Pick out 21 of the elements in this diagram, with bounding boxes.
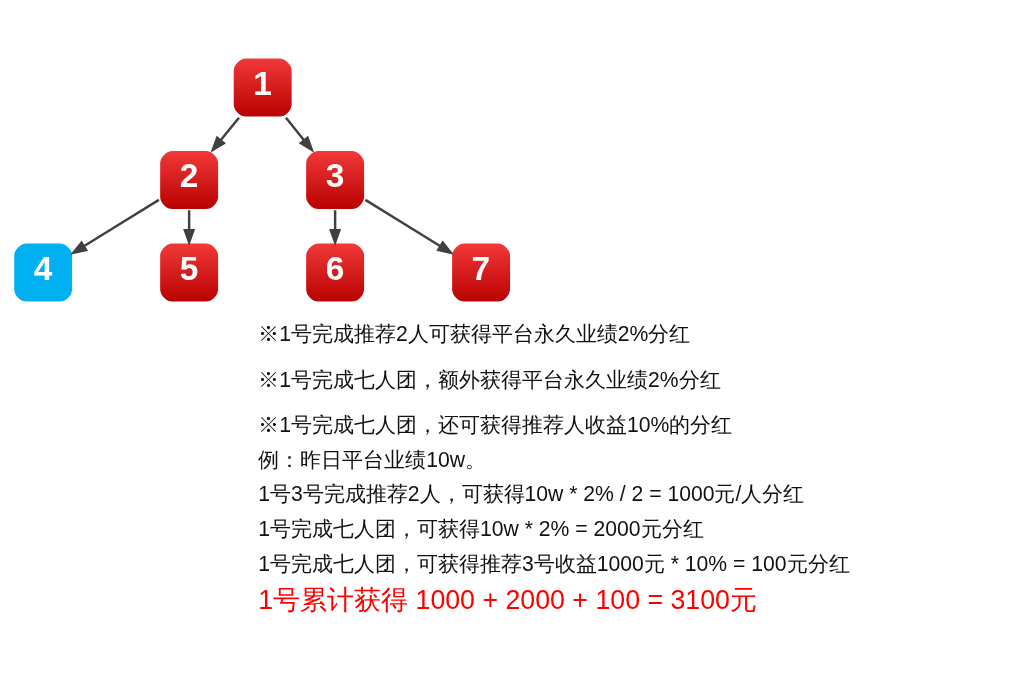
node-box: 3 — [303, 148, 367, 211]
arrow — [210, 116, 240, 153]
label: 1号完成七人团，可获得10w * 2% = 2000元分红 — [258, 516, 704, 540]
arrow — [70, 198, 160, 255]
arrow — [285, 116, 315, 153]
arrow — [329, 209, 342, 246]
label: 例：昨日平台业绩10w。 — [258, 447, 487, 471]
label: 1号累计获得 1000 + 2000 + 100 = 3100元 — [258, 584, 757, 615]
label: 1号3号完成推荐2人，可获得10w * 2% / 2 = 1000元/人分红 — [258, 481, 805, 505]
node-box: 6 — [303, 240, 367, 304]
node-box: 5 — [157, 240, 221, 304]
arrow — [183, 209, 196, 246]
node-box: 7 — [449, 240, 513, 304]
node-box: 2 — [157, 148, 221, 211]
label: ※1号完成七人团，额外获得平台永久业绩2%分红 — [258, 367, 721, 391]
label: ※1号完成推荐2人可获得平台永久业绩2%分红 — [258, 321, 691, 345]
node-box: 1 — [231, 55, 294, 119]
node-box: 4 — [11, 240, 75, 304]
arrow — [364, 198, 455, 255]
label: ※1号完成七人团，还可获得推荐人收益10%的分红 — [258, 412, 733, 436]
label: 1号完成七人团，可获得推荐3号收益1000元 * 10% = 100元分红 — [258, 551, 850, 575]
